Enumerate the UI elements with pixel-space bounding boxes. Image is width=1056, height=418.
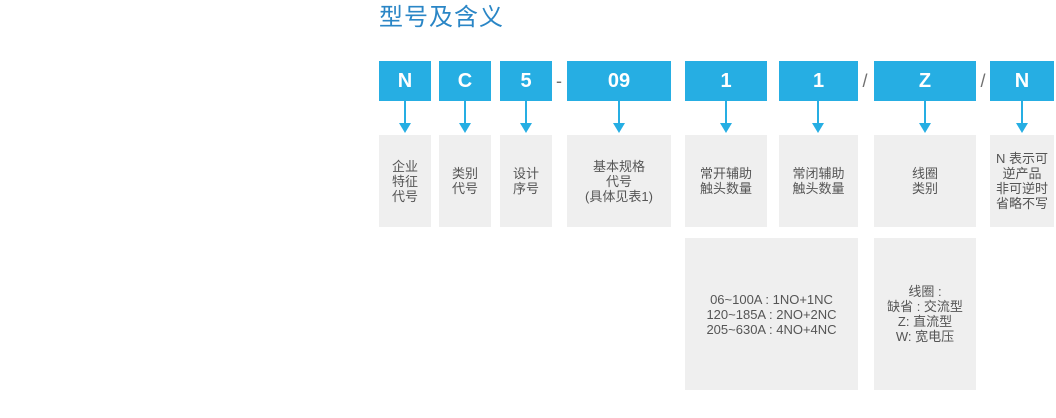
desc-enterprise: 企业 特征 代号 xyxy=(379,135,431,227)
down-arrow-icon xyxy=(459,101,471,133)
code-box-coil: Z xyxy=(874,61,976,101)
code-letter: N xyxy=(397,69,413,92)
down-arrow-icon xyxy=(613,101,625,133)
code-letter: 1 xyxy=(812,69,825,92)
note-contacts: 06~100A : 1NO+1NC 120~185A : 2NO+2NC 205… xyxy=(685,238,858,390)
code-letter: 1 xyxy=(720,69,732,92)
code-letter: C xyxy=(457,69,473,92)
code-letter: N xyxy=(1014,69,1030,92)
note-text: 线圈 : 缺省 : 交流型 Z: 直流型 W: 宽电压 xyxy=(887,284,963,344)
desc-text: 常闭辅助 触头数量 xyxy=(792,166,845,196)
down-arrow-icon xyxy=(520,101,532,133)
code-box-reversible: N xyxy=(990,61,1054,101)
note-coil: 线圈 : 缺省 : 交流型 Z: 直流型 W: 宽电压 xyxy=(874,238,976,390)
separator-slash: / xyxy=(862,71,868,91)
separator-slash: / xyxy=(980,71,986,91)
desc-no-contacts: 常开辅助 触头数量 xyxy=(685,135,767,227)
desc-text: 设计 序号 xyxy=(512,166,539,196)
down-arrow-icon xyxy=(399,101,411,133)
note-text: 06~100A : 1NO+1NC 120~185A : 2NO+2NC 205… xyxy=(706,291,837,337)
desc-text: 基本规格 代号 (具体见表1) xyxy=(585,158,653,204)
code-box-category: C xyxy=(439,61,491,101)
code-box-nc-contacts: 1 xyxy=(779,61,858,101)
code-letter: 09 xyxy=(607,69,631,92)
desc-category: 类别 代号 xyxy=(439,135,491,227)
separator-dash: - xyxy=(556,71,562,91)
down-arrow-icon xyxy=(1016,101,1028,133)
desc-text: N 表示可 逆产品 非可逆时 省略不写 xyxy=(995,151,1048,211)
code-box-spec: 09 xyxy=(567,61,671,101)
down-arrow-icon xyxy=(812,101,824,133)
down-arrow-icon xyxy=(720,101,732,133)
down-arrow-icon xyxy=(919,101,931,133)
code-letter: 5 xyxy=(520,69,532,92)
desc-nc-contacts: 常闭辅助 触头数量 xyxy=(779,135,858,227)
code-box-design: 5 xyxy=(500,61,552,101)
desc-coil: 线圈 类别 xyxy=(874,135,976,227)
code-box-no-contacts: 1 xyxy=(685,61,767,101)
desc-text: 类别 代号 xyxy=(451,166,478,196)
desc-design: 设计 序号 xyxy=(500,135,552,227)
desc-text: 企业 特征 代号 xyxy=(391,158,418,204)
page-title: 型号及含义 xyxy=(379,4,504,31)
code-box-enterprise: N xyxy=(379,61,431,101)
code-letter: Z xyxy=(918,69,932,92)
desc-text: 常开辅助 触头数量 xyxy=(699,166,752,196)
desc-reversible: N 表示可 逆产品 非可逆时 省略不写 xyxy=(990,135,1054,227)
desc-text: 线圈 类别 xyxy=(911,166,938,196)
desc-spec: 基本规格 代号 (具体见表1) xyxy=(567,135,671,227)
